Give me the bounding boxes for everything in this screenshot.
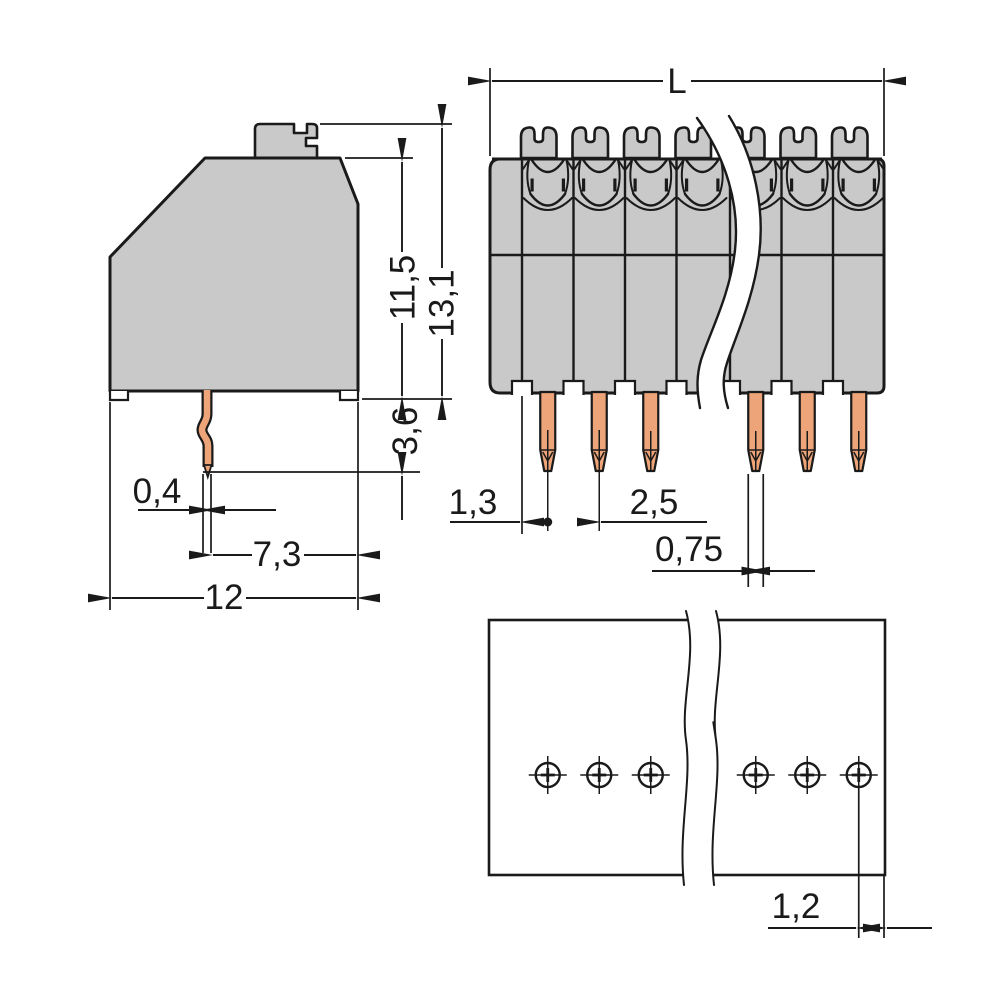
solder-pin: [747, 390, 765, 473]
dim-total-depth: 12: [88, 578, 380, 617]
push-button: [830, 126, 869, 160]
dim-body-height: 11,5: [384, 138, 423, 420]
dim-pin-protrusion: 3,6: [386, 407, 425, 520]
push-button: [779, 126, 818, 160]
dim-label-pin-pitch: 2,5: [630, 483, 679, 522]
solder-pin: [642, 390, 660, 473]
dim-pin-width-side: 0,4: [133, 472, 276, 515]
dim-label-edge-to-first-pin: 1,3: [449, 483, 498, 522]
dim-label-pin-width-front: 0,75: [655, 530, 723, 569]
push-button: [571, 126, 610, 160]
dim-label-pin-protrusion: 3,6: [386, 407, 425, 456]
side-foot-notch-right: [338, 391, 360, 402]
dim-pin-width-front: 0,75: [652, 474, 815, 587]
solder-pin: [850, 390, 868, 473]
dim-total-height: 13,1: [423, 104, 462, 420]
dim-label-pin-width-side: 0,4: [133, 472, 182, 511]
bottom-view: 1,2: [487, 610, 932, 938]
dim-edge-to-first-pin: 1,3: [449, 396, 553, 534]
dim-label-body-height: 11,5: [384, 255, 423, 321]
dim-label-total-height: 13,1: [423, 269, 462, 337]
side-view: 11,5 13,1 3,6 0,4 7,3: [88, 104, 462, 617]
side-housing-body: [108, 156, 360, 393]
side-clamp-tab: [253, 122, 319, 160]
push-button: [622, 126, 661, 160]
dim-label-hole-to-edge: 1,2: [772, 887, 821, 926]
dim-label-total-depth: 12: [205, 578, 244, 617]
push-button: [519, 126, 558, 160]
front-housing-body: [488, 157, 886, 395]
dim-pin-to-edge: 7,3: [189, 535, 380, 574]
side-solder-pin: [196, 390, 214, 481]
side-dimensions: 11,5 13,1 3,6 0,4 7,3: [88, 104, 462, 617]
dim-total-length: L: [468, 62, 906, 101]
front-view: L 1,3 2,5 0,75: [449, 62, 906, 587]
break-line-bottom: [681, 610, 722, 886]
dim-origin-dot: [543, 517, 553, 527]
solder-pin: [798, 390, 816, 473]
dim-label-total-length: L: [667, 62, 686, 101]
dim-pin-pitch: 2,5: [577, 430, 707, 531]
dim-label-pin-to-edge: 7,3: [253, 535, 302, 574]
side-foot-notch-left: [108, 391, 130, 402]
push-buttons: [519, 126, 869, 160]
dim-hole-to-edge: 1,2: [768, 787, 932, 938]
break-line-front: [695, 114, 762, 410]
front-dimensions: L 1,3 2,5 0,75: [449, 62, 906, 587]
